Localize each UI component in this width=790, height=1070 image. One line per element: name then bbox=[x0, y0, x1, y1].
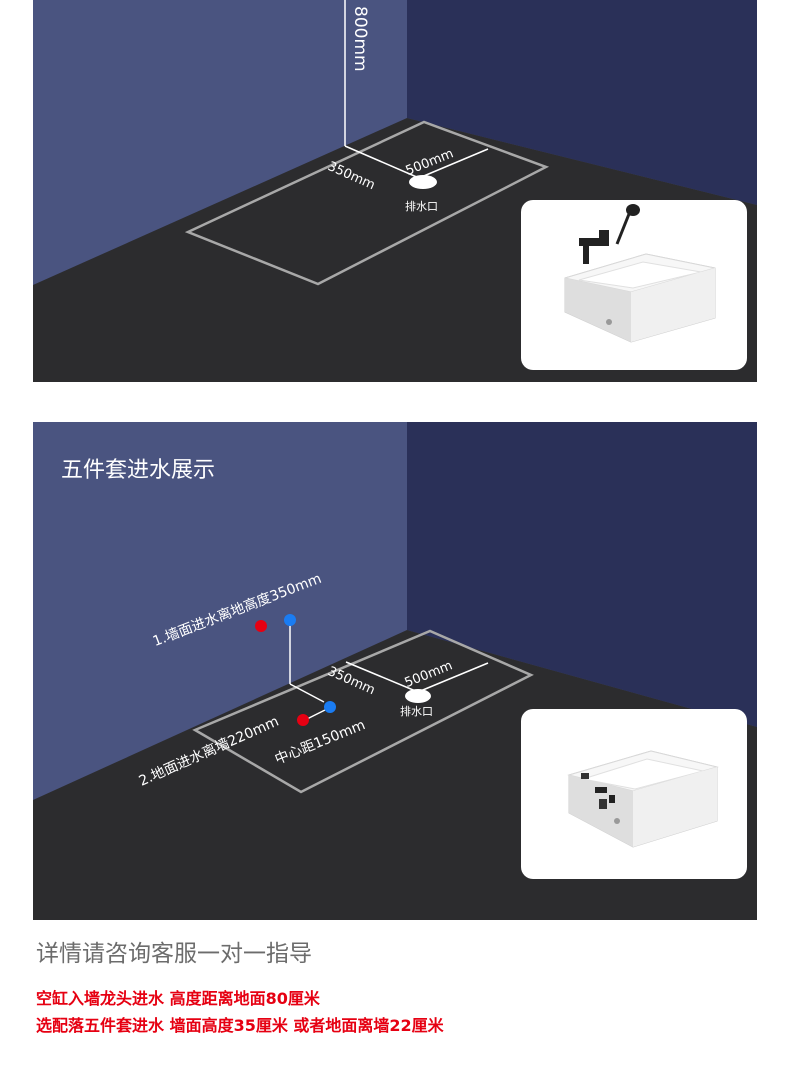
side-distance-line bbox=[418, 148, 489, 179]
product-card-tub-five-piece bbox=[521, 709, 747, 879]
wall-hot-inlet-dot bbox=[255, 620, 267, 632]
floor-hot-inlet-dot bbox=[297, 714, 309, 726]
center-distance-line bbox=[306, 708, 328, 720]
drain-label: 排水口 bbox=[400, 705, 433, 718]
note-wall-faucet: 空缸入墙龙头进水 高度距离地面80厘米 bbox=[36, 989, 320, 1008]
floor-inlet-distance-line bbox=[289, 683, 325, 703]
right-wall bbox=[407, 0, 757, 205]
height-label: 800mm bbox=[350, 6, 370, 72]
tub-footprint-outline bbox=[184, 120, 550, 286]
wall-distance-line bbox=[344, 145, 420, 179]
right-wall bbox=[407, 422, 757, 727]
note-five-piece: 选配落五件套进水 墙面高度35厘米 或者地面离墙22厘米 bbox=[36, 1016, 444, 1035]
side-distance-line bbox=[417, 662, 489, 693]
product-card-tub-faucet bbox=[521, 200, 747, 370]
drain-hole bbox=[405, 689, 431, 703]
floor-cold-inlet-dot bbox=[324, 701, 336, 713]
drain-label: 排水口 bbox=[405, 200, 438, 213]
section-heading: 五件套进水展示 bbox=[61, 458, 216, 483]
wall-cold-inlet-dot bbox=[284, 614, 296, 626]
consult-service-title: 详情请咨询客服一对一指导 bbox=[36, 941, 312, 967]
bathtub-with-deck-set-image bbox=[567, 750, 719, 848]
drain-hole bbox=[409, 175, 437, 189]
wall-distance-line bbox=[345, 661, 419, 693]
bathtub-with-faucet-image bbox=[564, 204, 716, 343]
